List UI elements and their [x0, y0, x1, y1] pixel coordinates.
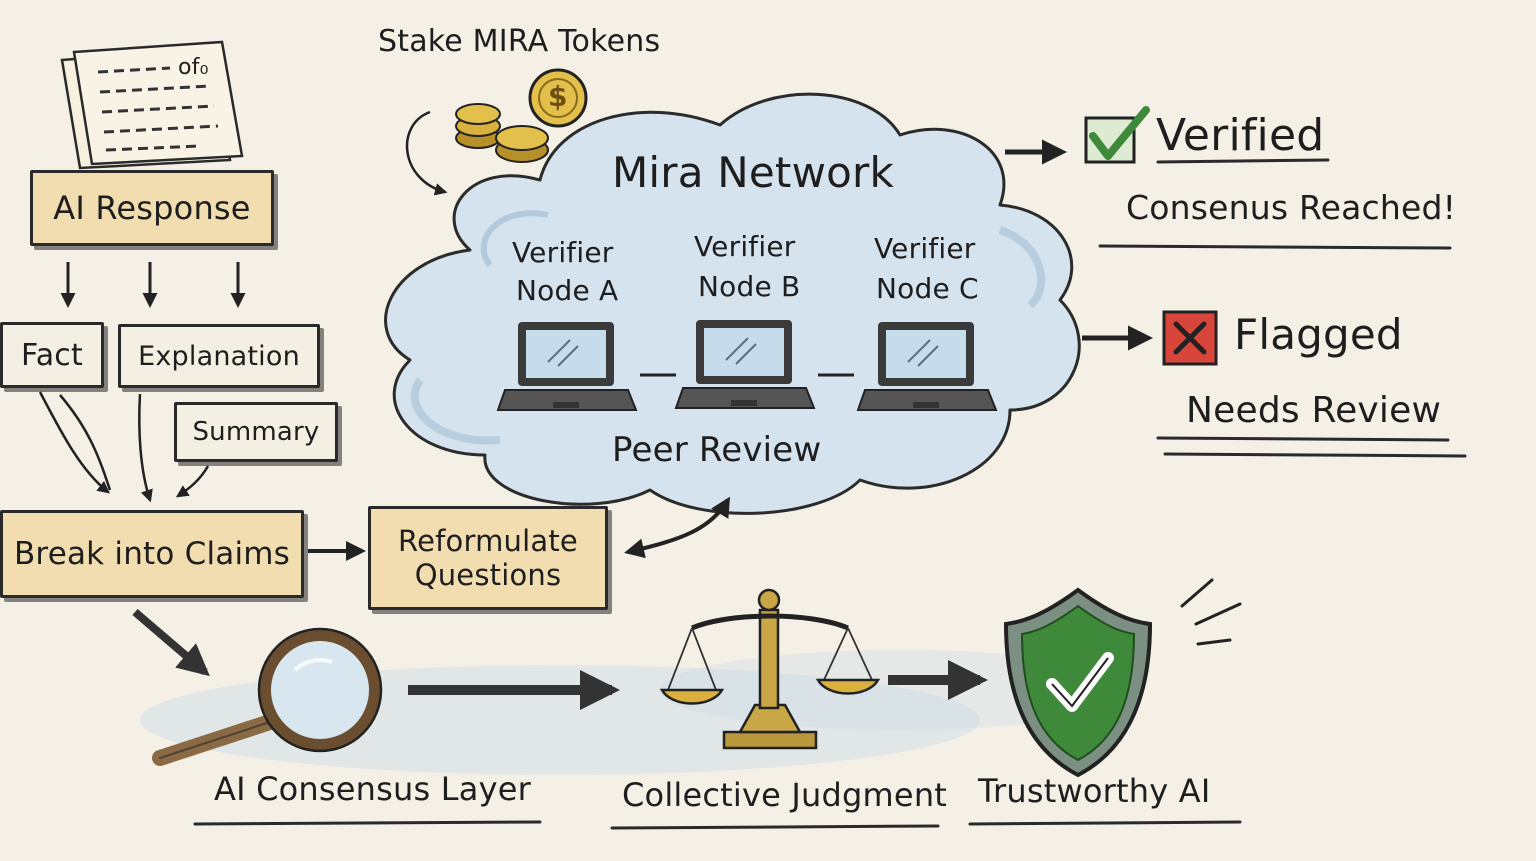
flagged-title: Flagged: [1234, 310, 1403, 359]
laptop-icon-a: [496, 322, 638, 411]
converge-arrows: [38, 391, 210, 503]
document-icon: [60, 40, 244, 170]
underlines: [193, 158, 1467, 830]
claim-summary-box: Summary: [174, 402, 338, 462]
claim-explanation-box: Explanation: [118, 324, 320, 388]
checkbox-check-icon: [1084, 106, 1150, 164]
coin-dollar-sign: $: [548, 80, 568, 113]
laptop-icon-c: [856, 322, 998, 411]
claim-summary-label: Summary: [192, 417, 320, 447]
scales-icon: [659, 588, 881, 750]
node-c-line1: Verifier: [874, 232, 976, 265]
magnifier-icon: [152, 627, 383, 766]
node-c-line2: Node C: [876, 272, 979, 305]
flag-x-icon: [1162, 310, 1218, 366]
trustworthy-ai-label: Trustworthy AI: [978, 772, 1211, 810]
stake-label: Stake MIRA Tokens: [378, 24, 661, 59]
flagged-subtitle: Needs Review: [1186, 390, 1442, 431]
laptop-icon-b: [674, 320, 816, 409]
reformulate-box: Reformulate Questions: [368, 506, 608, 610]
verified-title: Verified: [1156, 110, 1325, 161]
peer-review-label: Peer Review: [612, 430, 822, 470]
break-to-magnifier-arrow: [132, 608, 210, 677]
claim-explanation-label: Explanation: [138, 340, 300, 372]
break-claims-label: Break into Claims: [13, 536, 291, 572]
network-title: Mira Network: [612, 148, 895, 197]
consensus-layer-label: AI Consensus Layer: [214, 770, 531, 808]
node-a-line1: Verifier: [512, 236, 614, 269]
verified-subtitle: Consenus Reached!: [1126, 188, 1457, 227]
reformulate-cloud-arrow: [624, 496, 731, 559]
claim-fact-box: Fact: [0, 322, 104, 388]
node-b-line2: Node B: [698, 270, 801, 303]
reformulate-line1: Reformulate: [398, 524, 578, 558]
coin-stack-icon: [455, 68, 588, 163]
stake-arrow: [405, 110, 448, 196]
collective-judgment-label: Collective Judgment: [622, 776, 948, 814]
shield-check-icon: [1003, 578, 1242, 778]
break-claims-box: Break into Claims: [0, 510, 304, 598]
ai-response-box: AI Response: [30, 170, 274, 246]
node-b-line1: Verifier: [694, 230, 796, 263]
claim-fact-label: Fact: [21, 337, 83, 373]
node-a-line2: Node A: [516, 274, 619, 307]
split-arrows: [60, 262, 246, 308]
document-caption: of₀: [178, 55, 209, 80]
ai-response-label: AI Response: [53, 189, 251, 227]
reformulate-line2: Questions: [414, 558, 562, 592]
